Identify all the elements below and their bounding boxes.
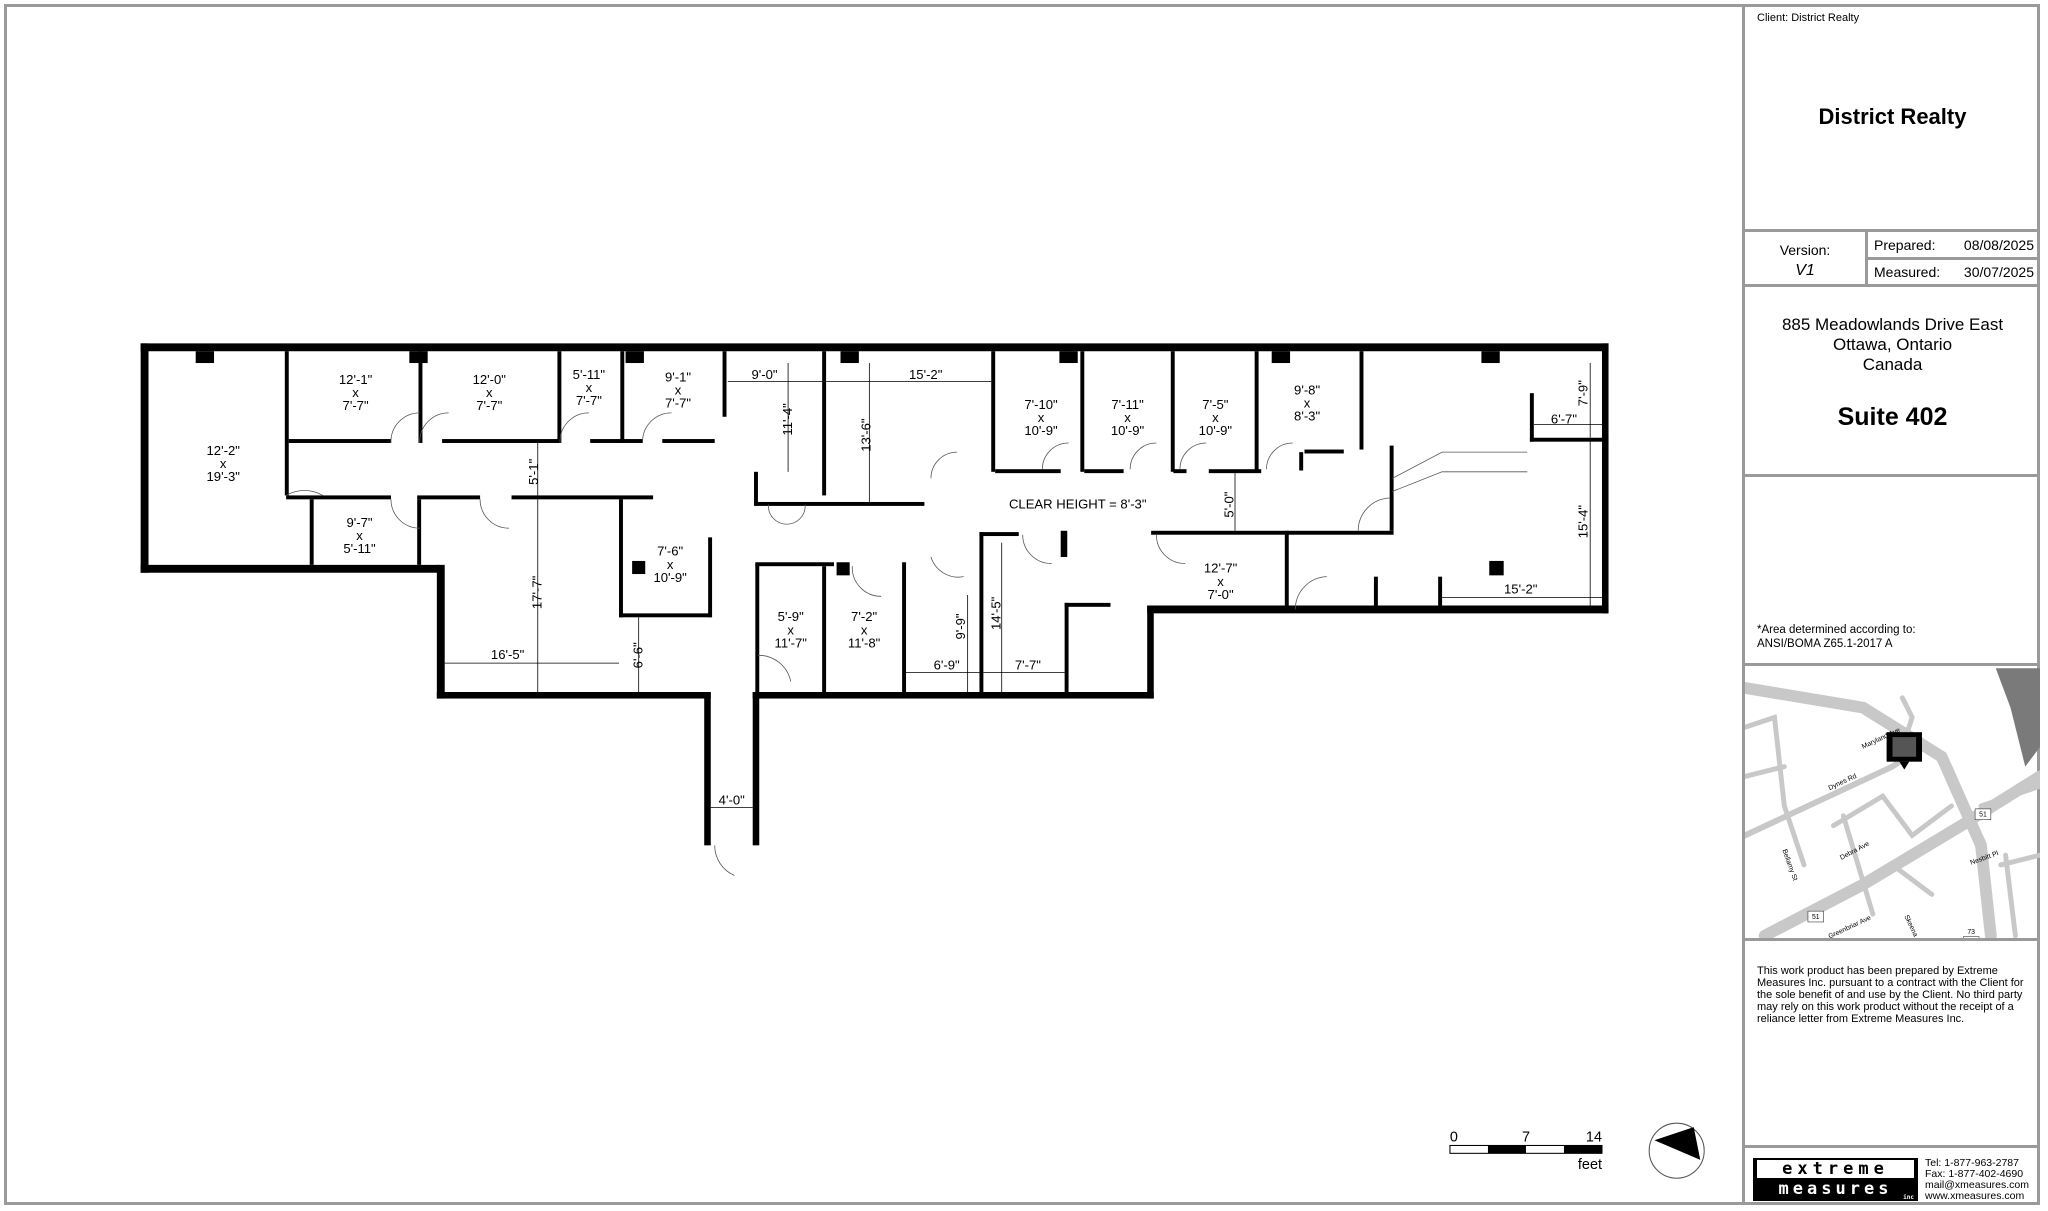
dimension-label: 11'-4" — [780, 403, 795, 436]
walls — [140, 343, 1609, 846]
scale-bar: 0 7 14 feet — [1449, 1130, 1603, 1173]
river-shape — [1995, 668, 2040, 767]
street-label: Greenbriar Ave — [1827, 915, 1872, 938]
footer: extreme measures inc Tel: 1-877-963-2787… — [1745, 1148, 2040, 1205]
location-map: Maryland Ave Dynes Rd Debra Ave Bellamy … — [1745, 666, 2040, 941]
disclaimer-section: This work product has been prepared by E… — [1745, 941, 2040, 1148]
dimension-label: 14'-5" — [988, 596, 1003, 630]
dimension-label: 15'-2" — [909, 367, 943, 382]
dimension-label: 17'-7" — [530, 575, 545, 609]
dimension-label: 4'-0" — [719, 793, 745, 808]
version-value: V1 — [1795, 262, 1815, 279]
client-line: Client: District Realty — [1757, 12, 1860, 24]
version-section: Version: V1 Prepared: 08/08/2025 Measure… — [1745, 232, 2040, 287]
street-label: Skeena A — [1902, 914, 1921, 938]
north-arrow-icon — [1648, 1122, 1705, 1179]
scale-tick: 14 — [1586, 1130, 1602, 1146]
scale-tick: 0 — [1450, 1130, 1458, 1146]
contact-tel: Tel: 1-877-963-2787 — [1925, 1157, 2019, 1169]
measured-date: 30/07/2025 — [1963, 264, 2034, 280]
contact-email[interactable]: mail@xmeasures.com — [1925, 1179, 2030, 1191]
address-line: 885 Meadowlands Drive East — [1781, 315, 2004, 334]
prepared-label: Prepared: — [1874, 237, 1936, 253]
clear-height-label: CLEAR HEIGHT = 8'-3" — [1009, 497, 1147, 512]
dimension-label: 13'-6" — [859, 418, 874, 452]
client-section: Client: District Realty District Realty — [1745, 4, 2040, 232]
door-swings — [285, 412, 1528, 876]
dimension-label: 7'-9" — [1576, 380, 1591, 406]
map-graphic: Maryland Ave Dynes Rd Debra Ave Bellamy … — [1745, 668, 2040, 938]
dimension-label: 6'-6" — [631, 642, 646, 668]
extreme-measures-logo: extreme measures inc — [1753, 1158, 1918, 1201]
scale-unit: feet — [1578, 1157, 1602, 1173]
contact-info: Tel: 1-877-963-2787 Fax: 1-877-402-4690 … — [1925, 1158, 2029, 1202]
contact-website[interactable]: www.xmeasures.com — [1925, 1190, 2025, 1202]
dimension-labels: 5'-1" 17'-7" 16'-5" 6'-6" 9'-0" 11'-4" 1… — [491, 367, 1591, 808]
prepared-date: 08/08/2025 — [1963, 237, 2034, 253]
dimension-label: 9'-9" — [953, 613, 968, 639]
suite-number: Suite 402 — [1837, 403, 1948, 431]
address-line: Ottawa, Ontario — [1832, 335, 1953, 354]
address-section: 885 Meadowlands Drive East Ottawa, Ontar… — [1745, 287, 2040, 477]
dimension-label: 7'-7" — [1015, 658, 1041, 673]
address-line: Canada — [1862, 355, 1923, 374]
dimension-lines — [444, 363, 1602, 808]
version-label: Version: — [1779, 242, 1831, 258]
street-label: Bellamy St — [1780, 848, 1798, 881]
dimension-label: 5'-0" — [1222, 491, 1237, 517]
area-note: ANSI/BOMA Z65.1-2017 A — [1757, 638, 1893, 650]
title-block: Client: District Realty District Realty … — [1742, 4, 2040, 1205]
client-name: District Realty — [1818, 104, 1967, 129]
location-marker — [1886, 732, 1922, 770]
route-label: 51 — [1812, 914, 1820, 921]
scale-tick: 7 — [1522, 1130, 1530, 1146]
dimension-label: 5'-1" — [526, 458, 541, 484]
area-note-section: *Area determined according to: ANSI/BOMA… — [1745, 477, 2040, 666]
route-label: 51 — [1979, 812, 1987, 819]
contact-fax: Fax: 1-877-402-4690 — [1925, 1168, 2024, 1180]
measured-label: Measured: — [1874, 264, 1941, 280]
dimension-label: 9'-0" — [751, 367, 777, 382]
dimension-label: 6'-9" — [934, 658, 960, 673]
dimension-label: 15'-4" — [1576, 505, 1591, 539]
drawing-frame — [4, 4, 2040, 1205]
route-label: 73 — [1967, 929, 1975, 936]
disclaimer-text: This work product has been prepared by E… — [1757, 965, 2024, 1025]
dimension-label: 16'-5" — [491, 647, 525, 662]
area-note: *Area determined according to: — [1757, 624, 1916, 636]
dimension-label: 6'-7" — [1551, 411, 1577, 426]
dimension-label: 15'-2" — [1504, 582, 1538, 597]
